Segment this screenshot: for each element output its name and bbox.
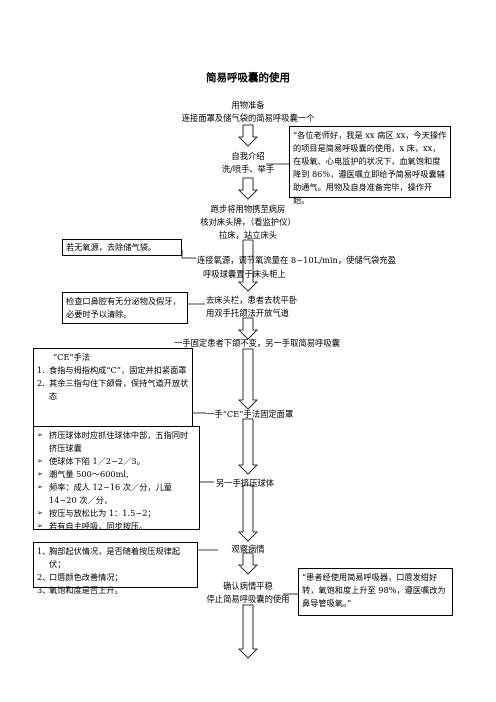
observe-list-marker: 3、 (37, 585, 51, 595)
note-intro-text: “各位老师好，我是 xx 病区 xx，今天操作的项目是简易呼吸囊的使用，x 床，… (293, 130, 447, 205)
ce-list-text: 食指与拇指构成“C”，固定并扣紧面罩 (49, 365, 187, 375)
note-oral-check-text: 检查口鼻腔有无分泌物及假牙，必要时予以清除。 (66, 296, 181, 319)
step-stand-bedhead: 拉床，站立床头 (218, 230, 278, 240)
note-ending-script: “患者经使用简易呼吸器，口唇发绀好转，氧饱和度上升至 98%，遵医嘱改为鼻导管吸… (298, 568, 453, 616)
squeeze-list-item: ➢ 频率：成人 12~16 次／分，儿童 14~20 次／分， (37, 481, 196, 507)
observe-list-marker: 2、 (37, 572, 51, 582)
note-ending-text: “患者经使用简易呼吸器，口唇发绀好转，氧饱和度上升至 98%，遵医嘱改为鼻导管吸… (302, 572, 446, 608)
observe-list-item: 3、氧饱和度是否上升。 (37, 584, 194, 597)
squeeze-list-text: 若有自主呼吸，同步按压。 (49, 521, 148, 531)
squeeze-list-text: 频率：成人 12~16 次／分，儿童 14~20 次／分， (49, 482, 172, 505)
ce-list-text: 其余三指勾住下颌骨，保持气道开放状态 (49, 378, 189, 401)
squeeze-list-item: ➢ 挤压球体时应抓住球体中部，五指同时挤压球囊 (37, 429, 196, 455)
squeeze-list-marker: ➢ (37, 483, 43, 491)
squeeze-list-item: ➢ 使球体下陷 1／2~2／3。 (37, 455, 196, 468)
ce-list-item: 1. 食指与拇指构成“C”，固定并扣紧面罩 (37, 364, 189, 377)
squeeze-list-marker: ➢ (37, 470, 43, 478)
step-remove-bedrail: 去床头栏，患者去枕平卧 (206, 295, 298, 305)
squeeze-list-text: 挤压球体时应抓住球体中部，五指同时挤压球囊 (49, 430, 189, 453)
squeeze-list-item: ➢ 按压与放松比为 1：1.5~2； (37, 507, 196, 520)
squeeze-list-text: 按压与放松比为 1：1.5~2； (49, 508, 156, 518)
squeeze-list-marker: ➢ (37, 457, 43, 465)
note-intro-script: “各位老师好，我是 xx 病区 xx，今天操作的项目是简易呼吸囊的使用，x 床，… (289, 126, 451, 205)
observe-list-text: 口唇颜色改善情况； (49, 572, 123, 582)
note-squeeze-points: ➢ 挤压球体时应抓住球体中部，五指同时挤压球囊 ➢ 使球体下陷 1／2~2／3。 ➢ 潮气… (33, 426, 200, 533)
step-carry-items: 跑步将用物携至病房 (210, 204, 286, 214)
note-ce-title: “CE”手法 (53, 352, 90, 362)
step-open-airway: 用双手托颌法开放气道 (206, 308, 289, 318)
step-place-bag: 呼吸球囊置于床头柜上 (203, 269, 286, 279)
ce-list-item: 2. 其余三指勾住下颌骨，保持气道开放状态 (37, 377, 189, 403)
note-no-oxygen: 若无氧源，去除储气袋。 (62, 239, 182, 256)
note-squeeze-list: ➢ 挤压球体时应抓住球体中部，五指同时挤压球囊 ➢ 使球体下陷 1／2~2／3。 ➢ 潮气… (37, 429, 196, 533)
ce-list-marker: 2. (37, 378, 45, 388)
note-observe-points: 1、胸部起伏情况，是否随着按压规律起伏；2、口唇颜色改善情况；3、氧饱和度是否上… (33, 542, 198, 595)
observe-list-text: 氧饱和度是否上升。 (49, 585, 123, 595)
note-observe-list: 1、胸部起伏情况，是否随着按压规律起伏；2、口唇颜色改善情况；3、氧饱和度是否上… (37, 545, 194, 597)
observe-list-item: 1、胸部起伏情况，是否随着按压规律起伏； (37, 545, 194, 571)
squeeze-list-text: 使球体下陷 1／2~2／3。 (49, 456, 145, 466)
note-no-oxygen-text: 若无氧源，去除储气袋。 (66, 242, 157, 252)
step-confirm-stable: 确认病情平稳 (223, 581, 273, 591)
observe-list-marker: 1、 (37, 546, 51, 556)
step-check-bed-card: 核对床头牌，（看监护仪） (200, 217, 296, 227)
observe-list-text: 胸部起伏情况，是否随着按压规律起伏； (49, 546, 181, 569)
squeeze-list-marker: ➢ (37, 431, 43, 439)
squeeze-list-item: ➢ 若有自主呼吸，同步按压。 (37, 520, 196, 533)
squeeze-list-text: 潮气量 500～600ml, (49, 469, 129, 479)
squeeze-list-marker: ➢ (37, 509, 43, 517)
squeeze-list-marker: ➢ (37, 522, 43, 530)
squeeze-list-item: ➢ 潮气量 500～600ml, (37, 468, 196, 481)
step-stop-use: 停止简易呼吸囊的使用 (206, 594, 290, 604)
note-ce-technique: “CE”手法 1. 食指与拇指构成“C”，固定并扣紧面罩 2. 其余三指勾住下颌骨，保… (33, 348, 193, 438)
step-connect-oxygen: 连接氧源，调节氧流量在 8~10L/min，使储气袋充盈 (197, 255, 396, 265)
step-prepare-heading: 用物准备 (231, 100, 265, 110)
note-ce-list: 1. 食指与拇指构成“C”，固定并扣紧面罩 2. 其余三指勾住下颌骨，保持气道开放状态 (37, 364, 189, 403)
step-observe: 观察病情 (231, 544, 265, 554)
page-title: 简易呼吸囊的使用 (206, 72, 290, 84)
step-hand-hygiene: 洗/喷手、举手 (221, 164, 275, 174)
step-ce-fix-mask: 一手“CE”手法固定面罩 (206, 409, 294, 419)
step-squeeze-bag: 另一手挤压球体 (216, 478, 275, 488)
observe-list-item: 2、口唇颜色改善情况； (37, 571, 194, 584)
step-prepare-detail: 连接面罩及储气袋的简易呼吸囊一个 (181, 113, 315, 123)
step-fix-jaw: 一手固定患者下颌不变，另一手取简易呼吸囊 (174, 338, 340, 348)
ce-list-marker: 1. (37, 365, 45, 375)
note-oral-check: 检查口鼻腔有无分泌物及假牙，必要时予以清除。 (62, 292, 188, 324)
step-self-intro: 自我介绍 (231, 151, 265, 161)
